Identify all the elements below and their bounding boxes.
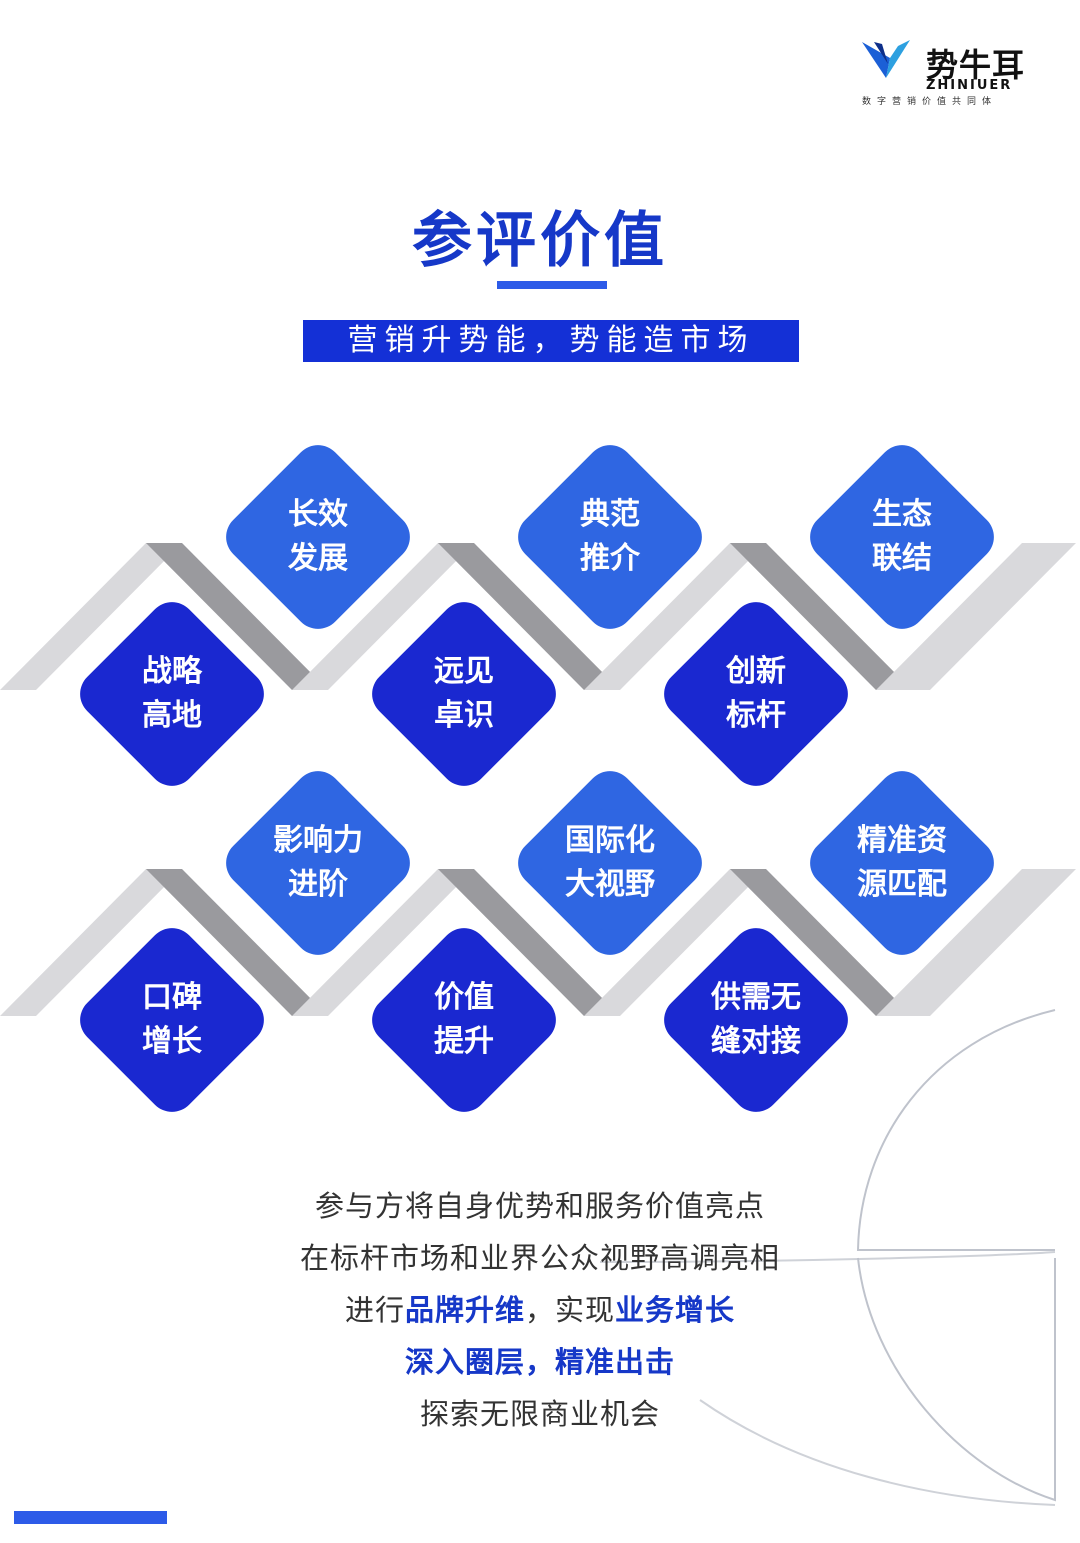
brand-logo: 势牛耳 ZHINIUER 数字营销价值共同体 [860,38,1040,108]
diamond-label-value-boost: 价值提升 [434,980,494,1059]
description-line-4: 深入圈层，精准出击 [404,1345,675,1379]
diamond-label-strategic: 战略高地 [142,654,202,733]
title-underline [497,281,607,289]
description-line-1: 参与方将自身优势和服务价值亮点 [314,1189,765,1223]
description-block: 参与方将自身优势和服务价值亮点 在标杆市场和业界公众视野高调亮相 进行品牌升维，… [0,1180,1080,1440]
diamond-label-ecosystem: 生态联结 [872,497,932,576]
logo-brand-text: 势牛耳 [926,46,1026,84]
diamond-label-model-promotion: 典范推介 [580,497,640,576]
diamond-label-supply-demand: 供需无缝对接 [711,980,801,1059]
description-line-5: 探索无限商业机会 [419,1397,660,1431]
band-row-1 [0,543,1076,690]
logo-latin-text: ZHINIUER [926,78,1013,93]
description-line-3: 进行品牌升维，实现业务增长 [344,1293,736,1327]
diamond-label-long-term: 长效发展 [288,497,348,576]
description-line-2: 在标杆市场和业界公众视野高调亮相 [299,1241,780,1275]
band-row-2 [0,869,1076,1016]
slogan-banner: 营销升势能，势能造市场 [303,320,799,362]
highlight-business-growth: 业务增长 [615,1293,736,1327]
logo-mark-icon [862,40,910,78]
diamond-label-vision: 远见卓识 [434,654,494,733]
logo-tagline: 数字营销价值共同体 [862,97,998,107]
diamond-label-precise-matching: 精准资源匹配 [857,823,947,902]
diamond-label-influence: 影响力进阶 [273,823,363,902]
diamond-label-innovation: 创新标杆 [726,654,786,733]
bottom-accent-bar [14,1511,167,1524]
page-title: 参评价值 [412,206,668,276]
highlight-brand-upgrade: 品牌升维 [404,1293,525,1327]
diamond-label-reputation: 口碑增长 [142,980,202,1059]
diamond-label-international: 国际化大视野 [565,823,655,902]
